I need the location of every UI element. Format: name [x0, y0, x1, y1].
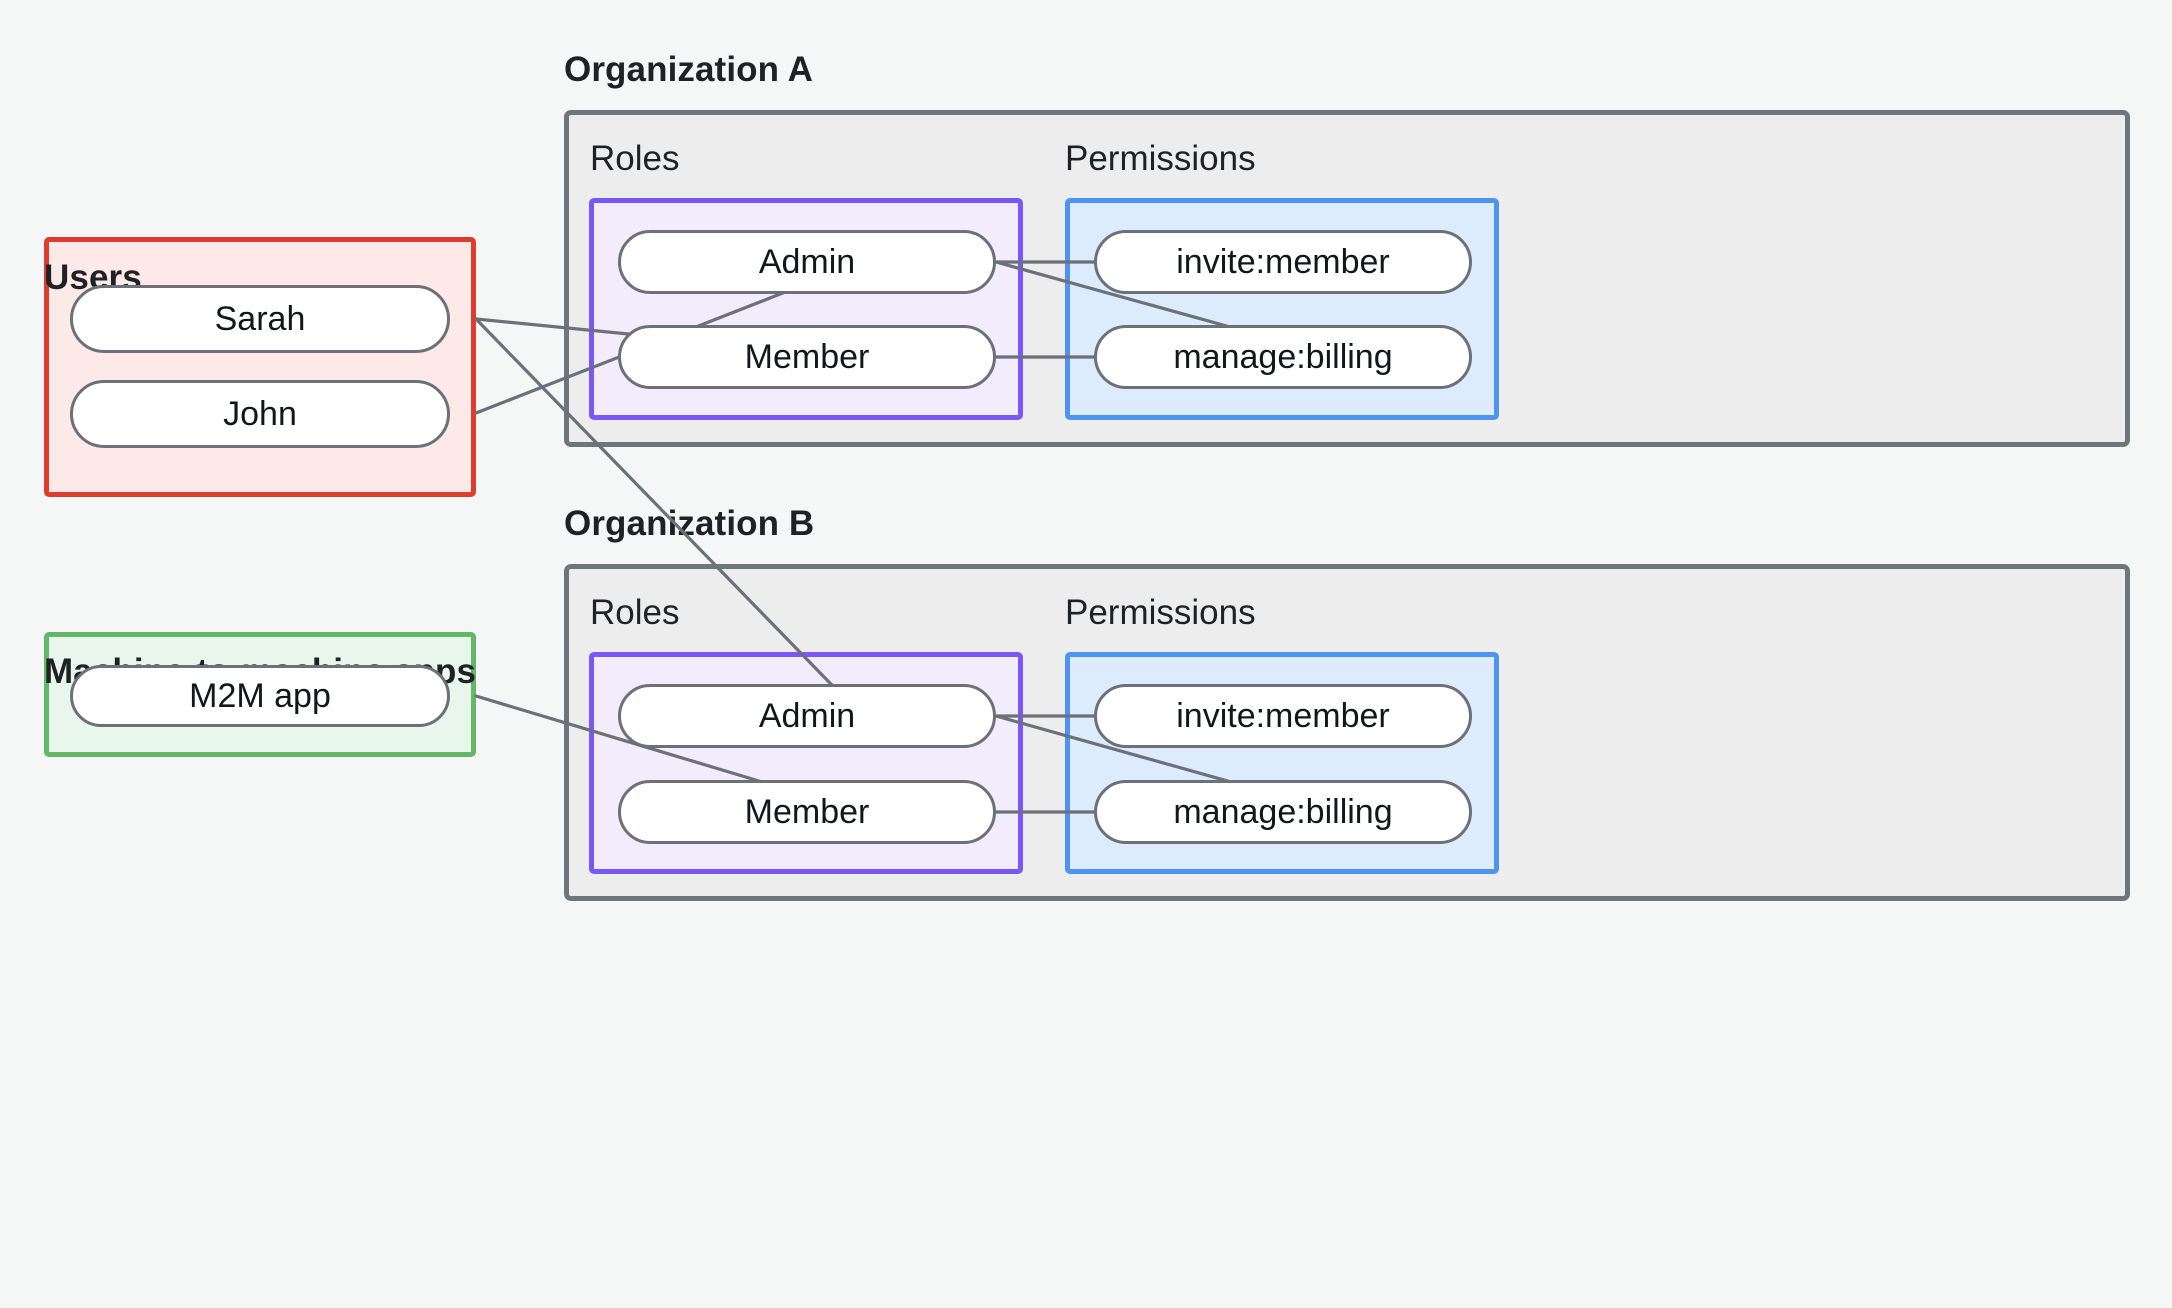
users-group-box	[44, 237, 476, 497]
org-a-permissions-heading: Permissions	[1065, 139, 1256, 178]
org-b-roles-heading: Roles	[590, 593, 680, 632]
node-john[interactable]: John	[70, 380, 450, 448]
node-org-b-permission-manage-billing[interactable]: manage:billing	[1094, 780, 1472, 844]
org-b-caption: Organization B	[564, 504, 815, 543]
node-m2m-app[interactable]: M2M app	[70, 665, 450, 727]
org-a-caption: Organization A	[564, 50, 813, 89]
node-org-b-permission-invite-member[interactable]: invite:member	[1094, 684, 1472, 748]
node-org-a-role-admin[interactable]: Admin	[618, 230, 996, 294]
node-org-a-role-member[interactable]: Member	[618, 325, 996, 389]
node-sarah[interactable]: Sarah	[70, 285, 450, 353]
node-org-b-role-admin[interactable]: Admin	[618, 684, 996, 748]
node-org-b-role-member[interactable]: Member	[618, 780, 996, 844]
org-a-roles-heading: Roles	[590, 139, 680, 178]
node-org-a-permission-manage-billing[interactable]: manage:billing	[1094, 325, 1472, 389]
node-org-a-permission-invite-member[interactable]: invite:member	[1094, 230, 1472, 294]
org-b-permissions-heading: Permissions	[1065, 593, 1256, 632]
